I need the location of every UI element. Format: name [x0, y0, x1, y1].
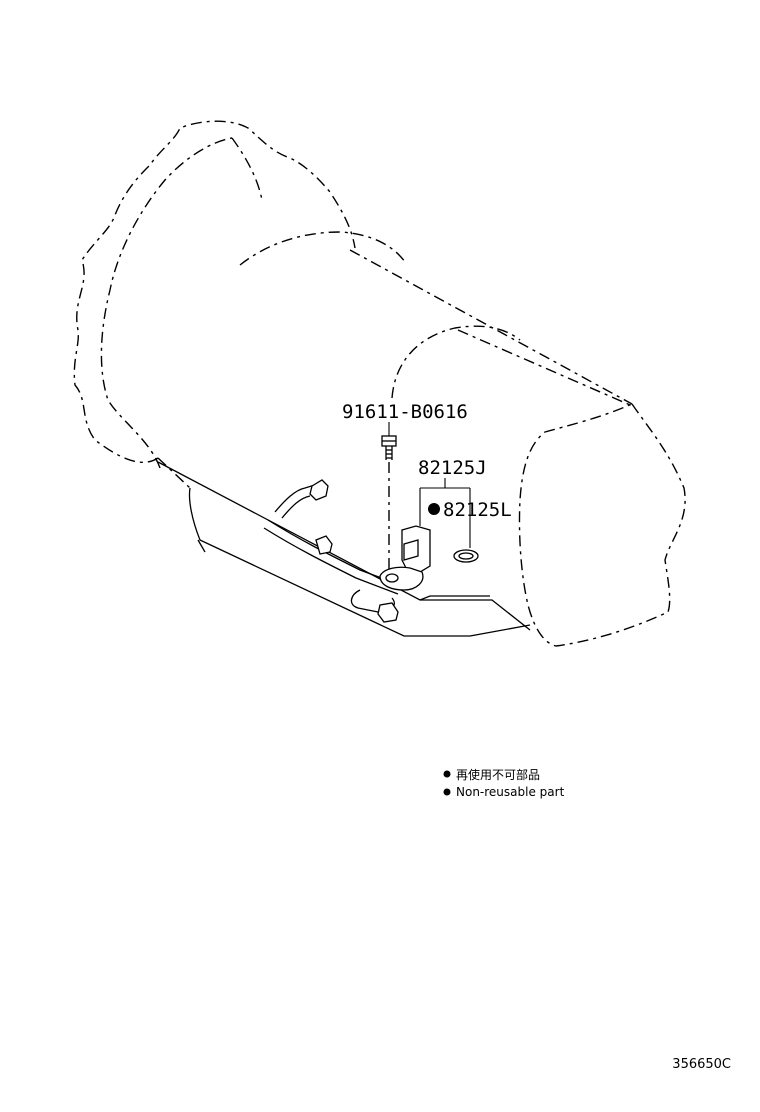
- oil-pan-step: [419, 595, 490, 601]
- oil-pan-rim: [197, 539, 206, 553]
- case-front-arc: [239, 231, 406, 266]
- harness-branch-lower: [281, 495, 311, 519]
- sensor-flange: [379, 566, 424, 591]
- legend-bullet-en: [443, 788, 451, 796]
- legend: 再使用不可部品 Non-reusable part: [443, 767, 565, 799]
- gasket-inner: [458, 552, 474, 560]
- non-reusable-marker: [428, 503, 440, 515]
- figure-number: 356650C: [672, 1057, 731, 1072]
- sensor-flange-hole: [385, 573, 399, 583]
- sensor-connector: [403, 539, 419, 561]
- harness-main-lower: [263, 527, 399, 595]
- case-middle-arc: [391, 325, 521, 399]
- bell-housing-right: [231, 137, 263, 201]
- gasket-part-number: 82125L: [443, 499, 512, 521]
- bell-housing-inner-edge: [100, 137, 233, 469]
- oil-pan: [157, 461, 531, 637]
- legend-bullet-jp: [443, 770, 451, 778]
- sensor-part-number: 82125J: [418, 457, 487, 479]
- gasket-outer: [453, 549, 479, 563]
- legend-english: Non-reusable part: [456, 785, 565, 799]
- transmission-outline: [73, 120, 686, 647]
- wiring-harness: [263, 479, 401, 623]
- harness-connector-top: [309, 479, 329, 501]
- bolt-part: [381, 422, 397, 572]
- extension-housing: [518, 403, 686, 647]
- harness-clip: [377, 602, 399, 623]
- harness-branch-upper: [274, 483, 319, 513]
- case-lower-edge: [157, 457, 191, 489]
- speed-sensor-part: [379, 488, 431, 591]
- oil-pan-side: [188, 487, 531, 637]
- case-top-to-tail: [457, 329, 631, 406]
- harness-lower-loop: [350, 589, 395, 613]
- oil-pan-upper-edge: [157, 461, 531, 631]
- legend-japanese: 再使用不可部品: [456, 767, 540, 782]
- gasket-part: [453, 488, 479, 563]
- bell-housing-flange: [73, 120, 356, 463]
- harness-connector-mid: [315, 535, 333, 555]
- bolt-part-number: 91611-B0616: [342, 401, 468, 423]
